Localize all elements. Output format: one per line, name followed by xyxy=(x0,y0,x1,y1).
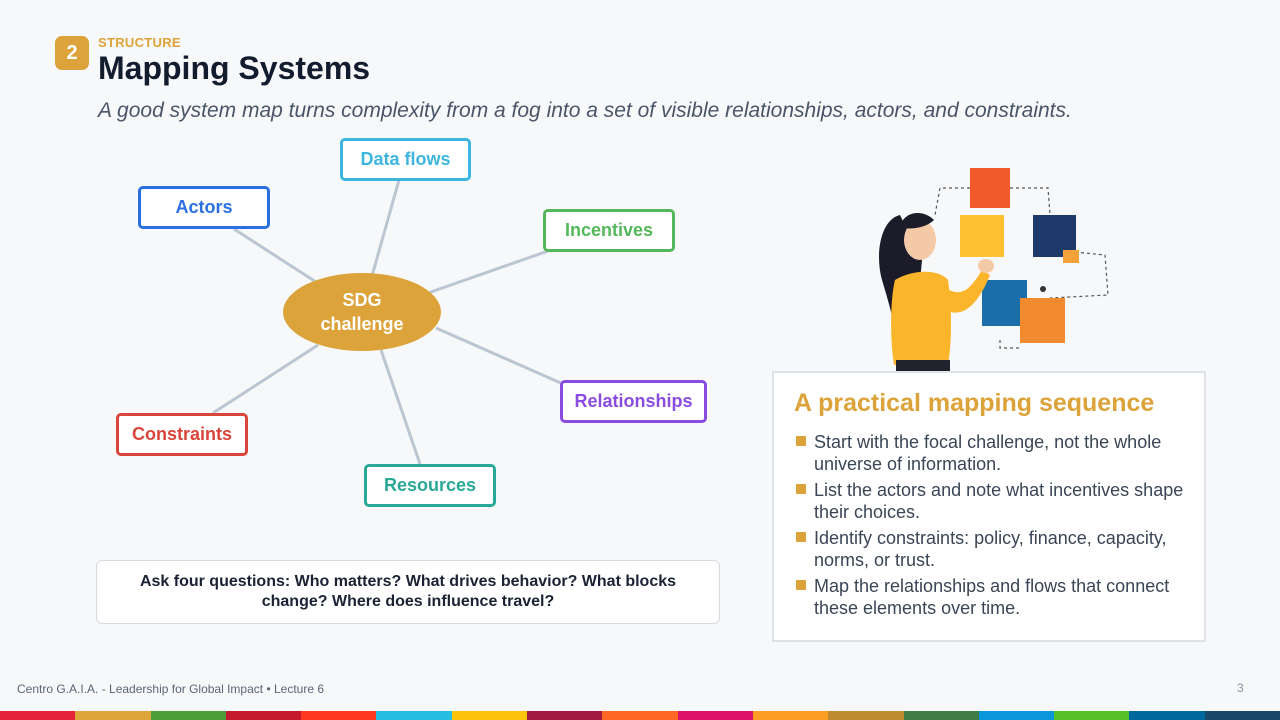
page-subtitle: A good system map turns complexity from … xyxy=(98,99,1072,122)
woman-arranging-tiles-illustration xyxy=(879,168,1109,373)
node-resources: Resources xyxy=(364,464,496,507)
stripe-segment xyxy=(1129,711,1205,720)
connector-relationships xyxy=(435,326,564,386)
card-title: A practical mapping sequence xyxy=(794,389,1155,417)
stripe-segment xyxy=(451,711,528,720)
center-label-line2: challenge xyxy=(320,314,404,334)
square-bullet-icon xyxy=(796,484,806,494)
connector-resources xyxy=(379,349,422,465)
square-bullet-icon xyxy=(796,532,806,542)
list-item-text: List the actors and note what incentives… xyxy=(814,480,1184,522)
tile-small-orange xyxy=(1063,250,1079,263)
stripe-segment xyxy=(301,711,377,720)
stripe-segment xyxy=(1204,711,1280,720)
node-constraints: Constraints xyxy=(116,413,248,456)
stripe-segment xyxy=(752,711,829,720)
connector-incentives xyxy=(427,249,549,295)
stripe-segment xyxy=(150,711,226,720)
section-kicker: STRUCTURE xyxy=(98,35,181,50)
stripe-segment xyxy=(978,711,1055,720)
stripe-segment xyxy=(828,711,904,720)
page-title: Mapping Systems xyxy=(98,50,371,86)
mapping-sequence-card: A practical mapping sequence Start with … xyxy=(772,371,1206,642)
node-data-flows: Data flows xyxy=(340,138,471,181)
arm xyxy=(942,270,990,313)
shirt xyxy=(891,271,951,365)
square-bullet-icon xyxy=(796,580,806,590)
section-number-badge: 2 xyxy=(55,36,89,70)
guiding-questions-box: Ask four questions: Who matters? What dr… xyxy=(96,560,720,624)
list-item: Identify constraints: policy, finance, c… xyxy=(794,527,1194,571)
node-incentives: Incentives xyxy=(543,209,675,252)
node-sdg-challenge: SDG challenge xyxy=(283,273,441,351)
list-item: List the actors and note what incentives… xyxy=(794,479,1194,523)
connector-constraints xyxy=(212,343,319,415)
connector-actors xyxy=(233,227,317,284)
stripe-segment xyxy=(75,711,151,720)
stripe-segment xyxy=(677,711,753,720)
list-item-text: Start with the focal challenge, not the … xyxy=(814,432,1162,474)
tile-blue xyxy=(982,280,1027,326)
footer-text: Centro G.A.I.A. - Leadership for Global … xyxy=(17,682,325,696)
node-actors: Actors xyxy=(138,186,270,229)
list-item-text: Identify constraints: policy, finance, c… xyxy=(814,528,1167,570)
center-label-line1: SDG xyxy=(342,290,382,310)
stripe-segment xyxy=(1054,711,1130,720)
hand xyxy=(978,259,994,273)
list-item-text: Map the relationships and flows that con… xyxy=(814,576,1170,618)
list-item: Map the relationships and flows that con… xyxy=(794,575,1194,619)
square-bullet-icon xyxy=(796,436,806,446)
connector-data-flows xyxy=(370,179,401,277)
sdg-color-stripe xyxy=(0,711,1280,720)
tile-orange xyxy=(1020,298,1065,343)
tile-yellow xyxy=(960,215,1004,257)
stripe-segment xyxy=(602,711,678,720)
guiding-questions-text: Ask four questions: Who matters? What dr… xyxy=(139,573,677,610)
stripe-segment xyxy=(376,711,452,720)
list-item: Start with the focal challenge, not the … xyxy=(794,431,1194,475)
stripe-segment xyxy=(225,711,302,720)
stripe-segment xyxy=(527,711,603,720)
page-number: 3 xyxy=(1237,681,1244,695)
tile-red xyxy=(970,168,1010,208)
stripe-segment xyxy=(0,711,76,720)
mapping-steps-list: Start with the focal challenge, not the … xyxy=(794,431,1194,623)
node-relationships: Relationships xyxy=(560,380,707,423)
face xyxy=(904,220,936,260)
stripe-segment xyxy=(903,711,979,720)
